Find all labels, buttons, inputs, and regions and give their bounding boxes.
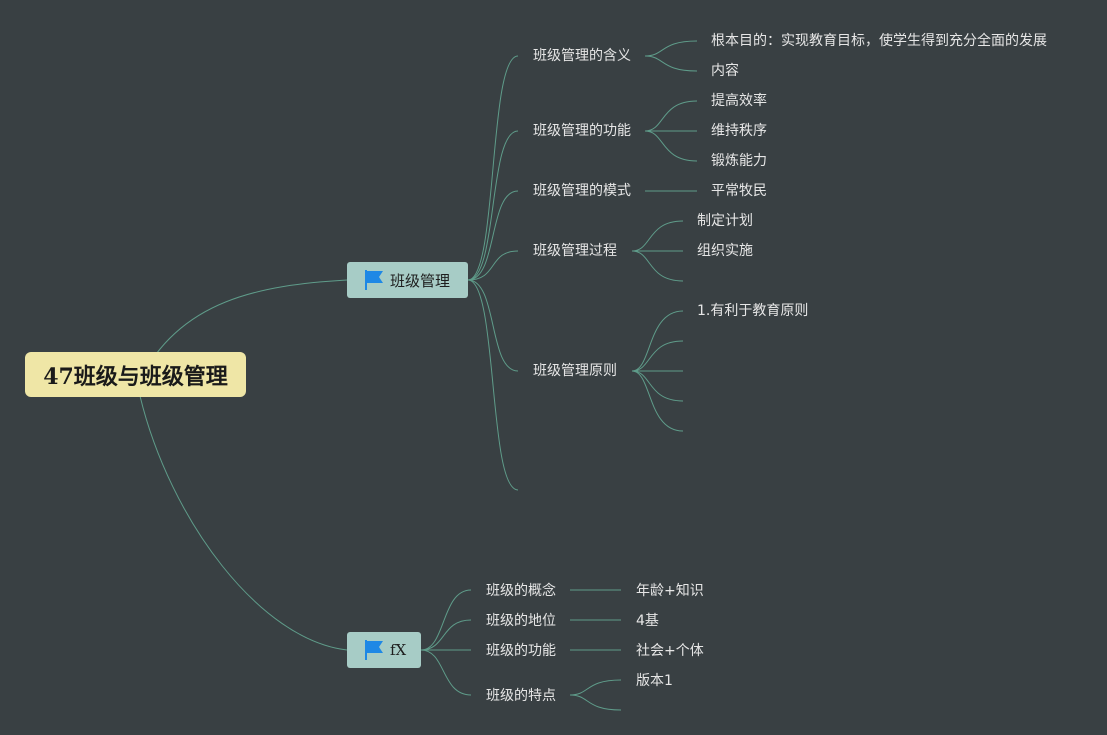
leaf-content[interactable]: 内容 (711, 63, 739, 79)
connector-curve (631, 370, 684, 402)
subtopic-mode[interactable]: 班级管理的模式 (533, 183, 631, 199)
connector-curve (467, 250, 519, 281)
connector-curve (467, 279, 519, 372)
connector-curve (420, 589, 472, 651)
connector-curve (420, 619, 472, 651)
leaf-improve-efficiency[interactable]: 提高效率 (711, 93, 767, 109)
connector-curve (420, 649, 472, 696)
connector-curve (631, 250, 684, 282)
leaf-make-plan[interactable]: 制定计划 (697, 213, 753, 229)
connector-curve (631, 220, 684, 252)
branch-topic-label: 班级管理 (390, 271, 451, 290)
subtopic-class-status[interactable]: 班级的地位 (486, 613, 556, 629)
leaf-train-ability[interactable]: 锻炼能力 (711, 153, 767, 169)
connector-curve (631, 340, 684, 372)
connector-curve (644, 100, 698, 132)
leaf-education-principle[interactable]: 1.有利于教育原则 (697, 303, 809, 319)
branch-topic-label: fX (390, 641, 407, 659)
root-topic[interactable]: 47班级与班级管理 (25, 352, 246, 397)
connector-curve (467, 55, 519, 281)
connector-curve (139, 395, 348, 651)
flag-icon (365, 640, 383, 660)
root-topic-label: 47班级与班级管理 (43, 363, 228, 390)
subtopic-class-function[interactable]: 班级的功能 (486, 643, 556, 659)
connector-curve (569, 694, 622, 711)
subtopic-class-features[interactable]: 班级的特点 (486, 688, 556, 704)
connector-curve (569, 679, 622, 696)
connector-curve (644, 130, 698, 162)
subtopic-process[interactable]: 班级管理过程 (533, 243, 617, 259)
subtopic-meaning[interactable]: 班级管理的含义 (533, 48, 631, 64)
subtopic-principle[interactable]: 班级管理原则 (533, 363, 617, 379)
connector-curve (644, 55, 698, 72)
flag-icon (365, 270, 383, 290)
connector-curve (467, 279, 519, 491)
leaf-version-1[interactable]: 版本1 (636, 673, 673, 689)
leaf-maintain-order[interactable]: 维持秩序 (711, 123, 767, 139)
subtopic-function[interactable]: 班级管理的功能 (533, 123, 631, 139)
connector-curve (467, 130, 519, 281)
branch-topic-fx[interactable]: fX (347, 632, 421, 668)
connector-curve (467, 190, 519, 281)
leaf-society-individual[interactable]: 社会+个体 (636, 643, 704, 659)
leaf-mode-value[interactable]: 平常牧民 (711, 183, 767, 199)
subtopic-class-concept[interactable]: 班级的概念 (486, 583, 556, 599)
branch-topic-class-management[interactable]: 班级管理 (347, 262, 468, 298)
connector-curve (631, 370, 684, 432)
leaf-organize-implement[interactable]: 组织实施 (697, 243, 753, 259)
connector-curve (644, 40, 698, 57)
leaf-age-knowledge[interactable]: 年龄+知识 (636, 583, 704, 599)
connector-curve (631, 310, 684, 372)
leaf-4-basis[interactable]: 4基 (636, 613, 659, 629)
leaf-fundamental-purpose[interactable]: 根本目的：实现教育目标，使学生得到充分全面的发展 (711, 33, 1047, 49)
